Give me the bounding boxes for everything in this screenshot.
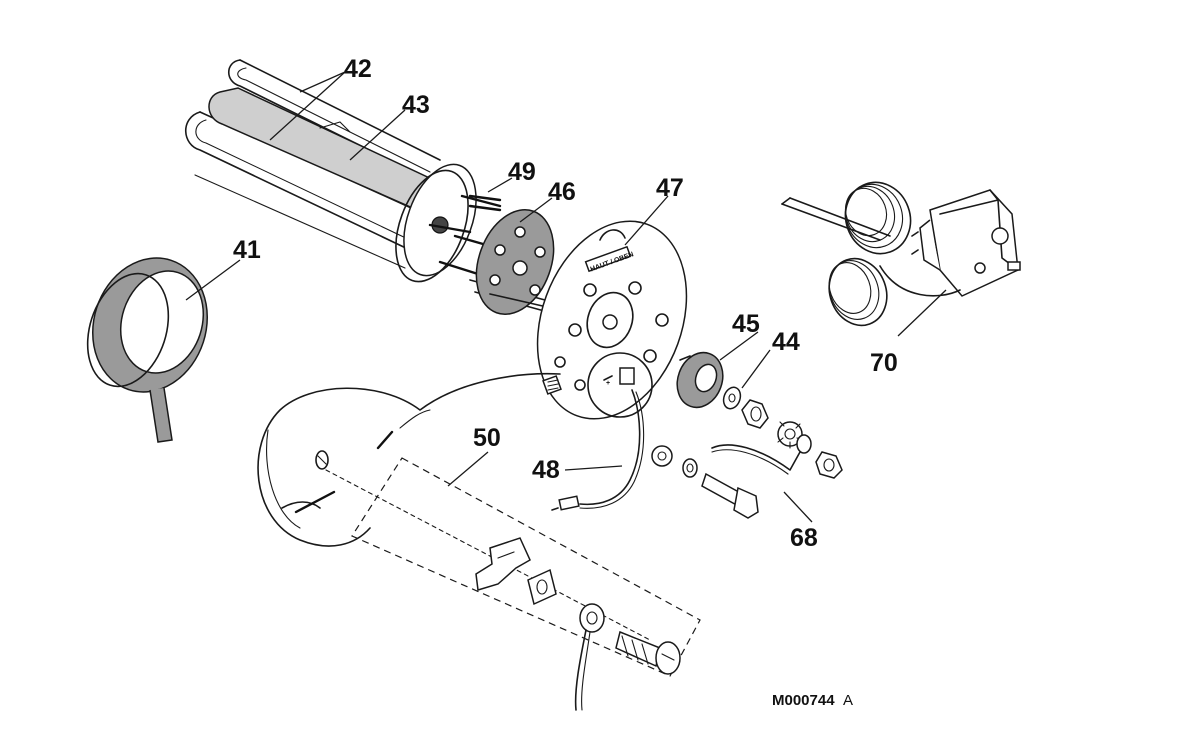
callout-68: 68 — [790, 524, 818, 552]
capillary-coil-lower — [828, 257, 888, 327]
earth-wire-68 — [711, 444, 801, 475]
callout-44: 44 — [772, 328, 800, 356]
ring-washer-68-end — [796, 434, 812, 454]
ring-terminal — [574, 603, 605, 711]
drawing-ref-suffix: A — [843, 692, 853, 709]
studs-49 — [468, 194, 502, 212]
washer-44 — [722, 386, 742, 410]
hex-bolt — [701, 472, 759, 519]
screw — [615, 630, 681, 675]
callout-43: 43 — [402, 91, 430, 119]
wire-48 — [551, 389, 645, 511]
magnified-detail-bubble — [257, 372, 561, 547]
mounting-flange-47: HAUT / OBEN — [536, 220, 688, 420]
callout-45: 45 — [732, 310, 760, 338]
callout-41: 41 — [233, 236, 261, 264]
thermostat-probes — [781, 197, 961, 297]
callout-46: 46 — [548, 178, 576, 206]
nut — [741, 399, 769, 429]
thermostat-70 — [911, 189, 1021, 297]
drawing-ref-code: M000744 — [772, 692, 835, 709]
leader-lines — [185, 71, 947, 523]
gasket-disc-46 — [475, 209, 561, 315]
callout-50: 50 — [473, 424, 501, 452]
star-washer — [777, 421, 803, 449]
small-washer — [682, 458, 698, 478]
nut-2 — [815, 451, 843, 479]
clip — [475, 537, 531, 591]
square-washer — [527, 568, 557, 606]
capillary-coil-upper — [844, 181, 912, 255]
earth-symbol-text: + — [606, 380, 610, 387]
gasket-ring-41 — [86, 257, 209, 443]
callout-42: 42 — [344, 55, 372, 83]
star-washer-2 — [651, 445, 673, 467]
callout-70: 70 — [870, 349, 898, 377]
callout-47: 47 — [656, 174, 684, 202]
callout-48: 48 — [532, 456, 560, 484]
drawing-reference: M000744 A — [772, 692, 853, 709]
detail-circle-small: + — [587, 352, 653, 418]
callout-49: 49 — [508, 158, 536, 186]
bushing-45 — [676, 351, 724, 409]
